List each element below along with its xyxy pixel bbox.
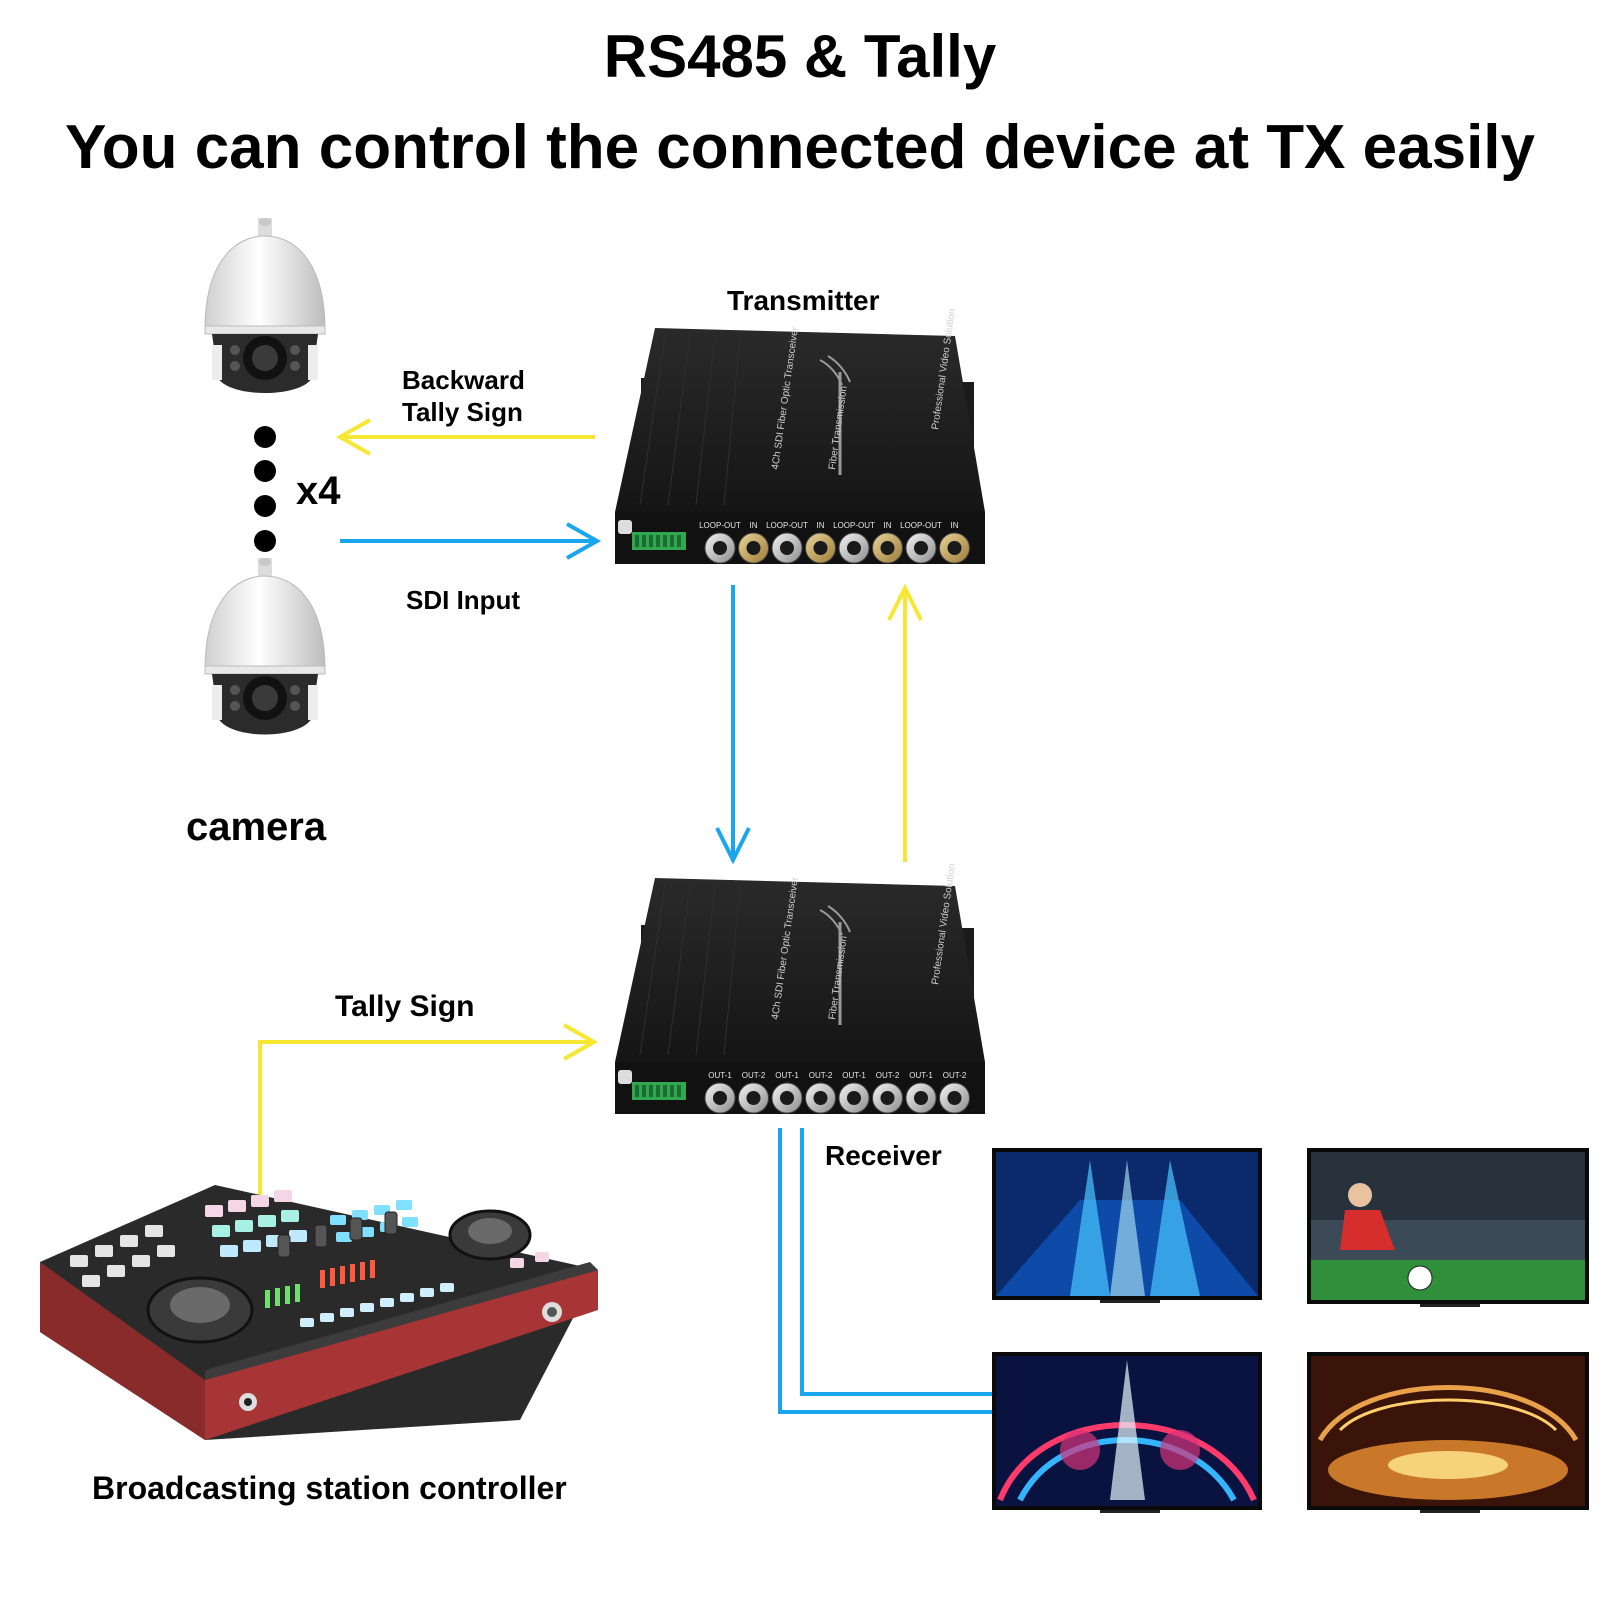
fiber-up-arrow bbox=[887, 583, 923, 862]
page-title: RS485 & Tally bbox=[603, 23, 997, 90]
transmitter-port-label: LOOP-OUT bbox=[699, 521, 741, 530]
backward-tally-label-line2: Tally Sign bbox=[402, 397, 523, 427]
receiver-bnc-pin bbox=[880, 1091, 895, 1105]
controller-label: Broadcasting station controller bbox=[92, 1470, 567, 1506]
receiver-device: 4Ch SDI Fiber Optic Transceiver Fiber Tr… bbox=[615, 863, 985, 1114]
backward-tally-arrow bbox=[335, 418, 595, 456]
transmitter-port-label: LOOP-OUT bbox=[766, 521, 808, 530]
transmitter-port-label: IN bbox=[884, 521, 892, 530]
receiver-port-label: OUT-1 bbox=[909, 1071, 933, 1080]
transmitter-bnc-pin bbox=[947, 541, 962, 555]
transmitter-label: Transmitter bbox=[727, 285, 880, 316]
output-lines bbox=[778, 1128, 992, 1414]
transmitter-bnc-pin bbox=[847, 541, 861, 555]
receiver-port-label: OUT-2 bbox=[809, 1071, 833, 1080]
receiver-label: Receiver bbox=[825, 1140, 942, 1171]
tally-sign-label: Tally Sign bbox=[335, 990, 475, 1023]
monitor-concert-stage bbox=[992, 1148, 1262, 1303]
monitor-golden-stage bbox=[1307, 1352, 1589, 1513]
transmitter-port-label: LOOP-OUT bbox=[833, 521, 875, 530]
transmitter-bnc-pin bbox=[880, 541, 895, 555]
broadcast-controller bbox=[40, 1185, 598, 1440]
tally-sign-arrow bbox=[258, 1023, 599, 1195]
transmitter-port-label: IN bbox=[951, 521, 959, 530]
backward-tally-label-line1: Backward bbox=[402, 365, 525, 395]
receiver-port-label: OUT-1 bbox=[708, 1071, 732, 1080]
transmitter-port-label: IN bbox=[750, 521, 758, 530]
receiver-bnc-pin bbox=[780, 1091, 794, 1105]
transmitter-bnc-pin bbox=[713, 541, 727, 555]
sdi-input-label: SDI Input bbox=[406, 585, 521, 615]
transmitter-port-label: LOOP-OUT bbox=[900, 521, 942, 530]
ptz-camera-top bbox=[204, 218, 326, 393]
camera-label: camera bbox=[186, 805, 327, 849]
monitor-football-match bbox=[1307, 1148, 1589, 1307]
camera-multiplier: x4 bbox=[296, 469, 341, 513]
receiver-port-label: OUT-2 bbox=[876, 1071, 900, 1080]
receiver-bnc-pin bbox=[914, 1091, 928, 1105]
receiver-port-label: OUT-1 bbox=[775, 1071, 799, 1080]
page-subtitle: You can control the connected device at … bbox=[64, 113, 1536, 182]
receiver-bnc-pin bbox=[813, 1091, 828, 1105]
receiver-port-label: OUT-2 bbox=[943, 1071, 967, 1080]
sdi-input-arrow bbox=[340, 522, 602, 560]
monitor-light-show bbox=[992, 1352, 1262, 1513]
receiver-bnc-pin bbox=[713, 1091, 727, 1105]
transmitter-port-label: IN bbox=[817, 521, 825, 530]
camera-count-dots bbox=[254, 426, 276, 552]
transmitter-bnc-pin bbox=[813, 541, 828, 555]
receiver-bnc-pin bbox=[746, 1091, 761, 1105]
transmitter-device: 4Ch SDI Fiber Optic Transceiver Fiber Tr… bbox=[615, 308, 985, 564]
receiver-bnc-pin bbox=[847, 1091, 861, 1105]
receiver-port-label: OUT-2 bbox=[742, 1071, 766, 1080]
transmitter-bnc-pin bbox=[780, 541, 794, 555]
transmitter-bnc-pin bbox=[746, 541, 761, 555]
receiver-bnc-pin bbox=[947, 1091, 962, 1105]
transmitter-bnc-pin bbox=[914, 541, 928, 555]
fiber-down-arrow bbox=[715, 585, 751, 865]
ptz-camera-bottom bbox=[204, 558, 326, 735]
receiver-port-label: OUT-1 bbox=[842, 1071, 866, 1080]
